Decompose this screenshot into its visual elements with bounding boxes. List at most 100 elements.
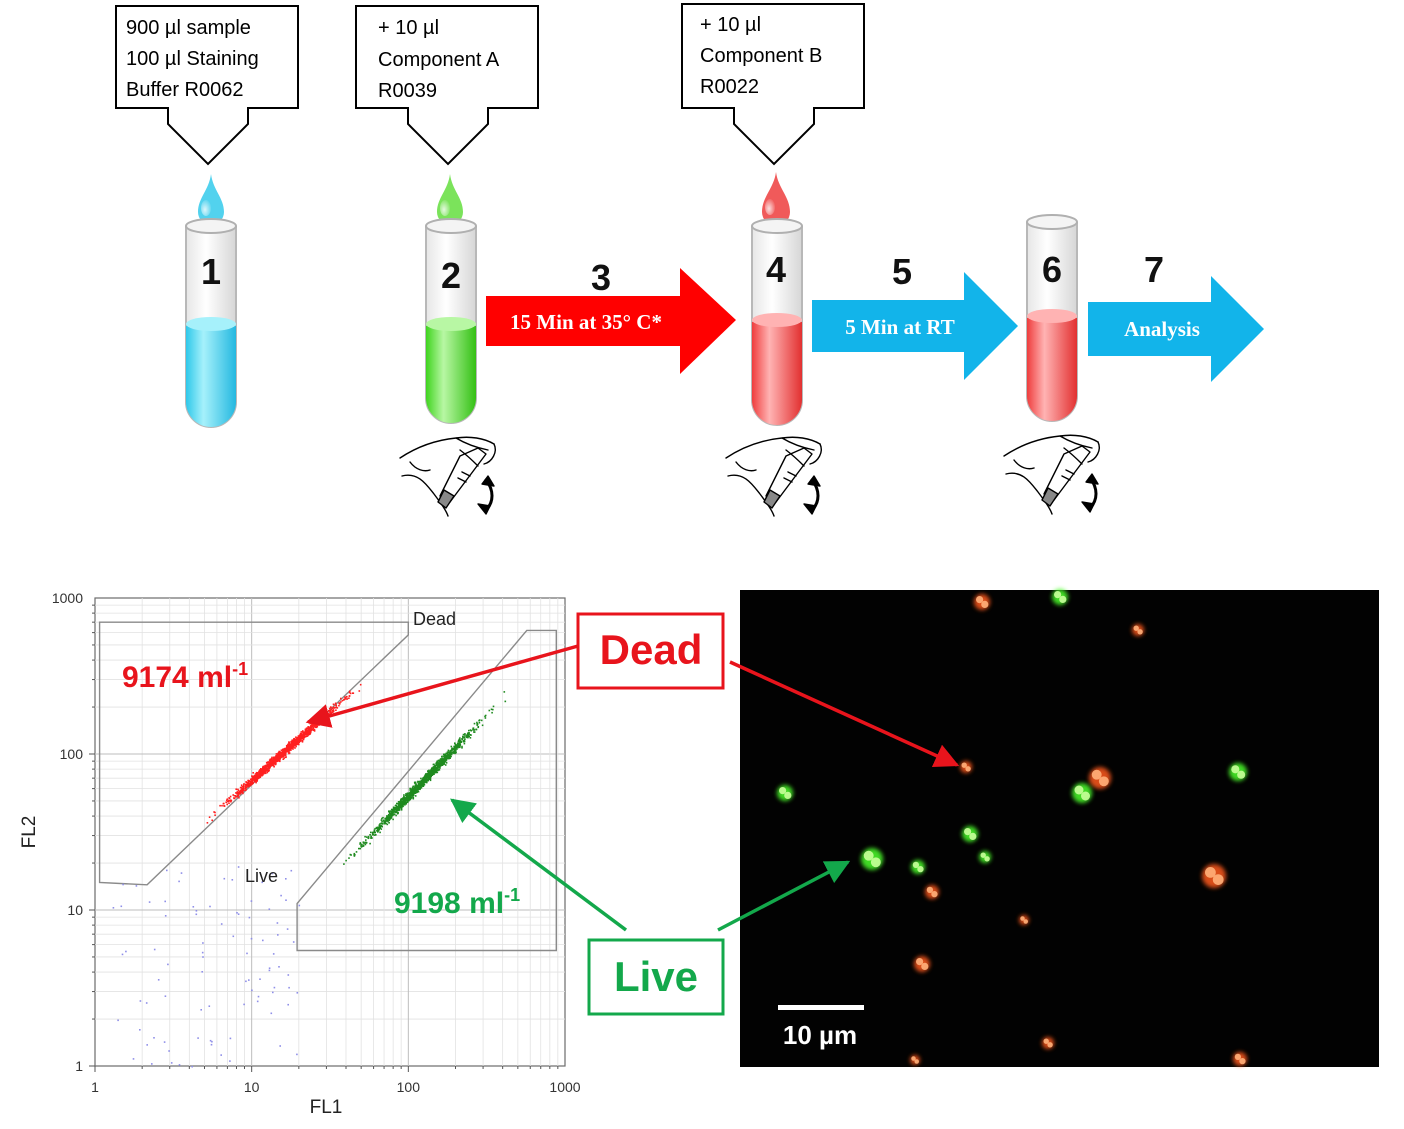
live-event bbox=[353, 852, 356, 855]
dead-event bbox=[290, 743, 292, 745]
dead-event bbox=[282, 750, 285, 753]
live-event bbox=[409, 791, 411, 794]
callout-1-line-2: 100 µl Staining bbox=[126, 48, 259, 70]
live-event bbox=[369, 842, 371, 845]
dead-event bbox=[261, 774, 263, 776]
debris-event bbox=[195, 910, 198, 912]
dead-event bbox=[276, 755, 278, 757]
live-event bbox=[436, 761, 438, 764]
dead-event bbox=[310, 725, 312, 727]
live-event bbox=[445, 762, 448, 764]
debris-event bbox=[232, 935, 235, 938]
live-event bbox=[417, 786, 420, 789]
dead-event bbox=[299, 732, 302, 735]
live-cell bbox=[980, 852, 986, 858]
live-event bbox=[429, 772, 431, 774]
dead-event bbox=[263, 767, 265, 770]
live-cell bbox=[1237, 770, 1246, 779]
live-event bbox=[405, 793, 407, 795]
live-event bbox=[406, 792, 409, 795]
dead-event bbox=[268, 759, 271, 761]
live-event bbox=[439, 763, 442, 765]
live-event bbox=[436, 760, 438, 763]
arrow-step-7: 7 Analysis bbox=[1088, 249, 1264, 382]
tube-2-number: 2 bbox=[441, 255, 461, 296]
tube-6: 6 bbox=[1026, 214, 1078, 422]
debris-event bbox=[229, 1060, 231, 1062]
dead-count: 9174 ml-1 bbox=[122, 659, 248, 694]
dead-event bbox=[326, 712, 328, 714]
dead-event bbox=[238, 797, 240, 799]
debris-event bbox=[220, 923, 223, 925]
dead-arrow-to-plot bbox=[305, 644, 579, 728]
dead-event bbox=[275, 758, 277, 761]
dead-event bbox=[221, 804, 223, 807]
debris-event bbox=[210, 1043, 213, 1046]
dead-event bbox=[319, 714, 321, 716]
dead-label: Dead bbox=[600, 626, 703, 673]
dead-event bbox=[262, 768, 264, 770]
dead-event bbox=[259, 769, 261, 771]
dead-event bbox=[245, 783, 247, 786]
live-event bbox=[436, 766, 438, 769]
live-event bbox=[413, 788, 416, 791]
y-tick-label: 1 bbox=[75, 1058, 83, 1074]
live-event bbox=[400, 800, 403, 803]
dead-event bbox=[247, 783, 249, 785]
live-event bbox=[403, 802, 406, 804]
live-event bbox=[390, 814, 393, 816]
live-event bbox=[426, 776, 429, 778]
live-event bbox=[454, 749, 457, 752]
live-event bbox=[360, 846, 363, 848]
debris-event bbox=[288, 986, 290, 989]
live-event bbox=[420, 780, 423, 782]
dead-event bbox=[327, 712, 330, 715]
dead-event bbox=[349, 690, 351, 693]
live-event bbox=[419, 783, 421, 785]
dead-event bbox=[340, 701, 342, 703]
dead-cell bbox=[921, 962, 929, 971]
dead-event bbox=[249, 784, 251, 787]
live-event bbox=[450, 750, 452, 752]
live-event bbox=[443, 760, 446, 763]
live-event bbox=[395, 810, 398, 812]
arrow-7-label: Analysis bbox=[1124, 317, 1200, 341]
debris-event bbox=[223, 877, 226, 880]
live-event bbox=[415, 790, 418, 792]
live-event bbox=[455, 747, 458, 749]
dead-event bbox=[336, 707, 339, 709]
live-event bbox=[477, 726, 479, 729]
dead-event bbox=[272, 764, 275, 767]
live-event bbox=[388, 810, 390, 812]
live-event bbox=[397, 811, 399, 814]
dead-event bbox=[258, 771, 261, 774]
dead-event bbox=[264, 765, 266, 767]
live-event bbox=[388, 812, 391, 814]
dead-event bbox=[339, 703, 341, 705]
dead-event bbox=[251, 775, 253, 777]
debris-event bbox=[117, 1019, 119, 1022]
live-event bbox=[414, 786, 416, 788]
live-event bbox=[481, 724, 484, 727]
live-event bbox=[451, 747, 453, 750]
live-event bbox=[349, 853, 352, 856]
dead-event bbox=[240, 784, 243, 786]
debris-event bbox=[290, 869, 293, 872]
live-event bbox=[395, 807, 398, 810]
dead-event bbox=[277, 755, 280, 758]
live-event bbox=[439, 767, 441, 769]
live-event bbox=[452, 747, 454, 750]
live-event bbox=[397, 801, 400, 803]
dead-event bbox=[259, 774, 262, 777]
live-event bbox=[410, 793, 413, 796]
live-event bbox=[473, 731, 475, 733]
dead-event bbox=[255, 781, 257, 784]
dead-event bbox=[283, 748, 285, 750]
dead-event bbox=[261, 769, 264, 772]
live-event bbox=[417, 790, 419, 792]
dead-event bbox=[252, 776, 255, 779]
live-event bbox=[403, 799, 405, 801]
live-event bbox=[437, 769, 439, 772]
live-event bbox=[418, 786, 421, 788]
